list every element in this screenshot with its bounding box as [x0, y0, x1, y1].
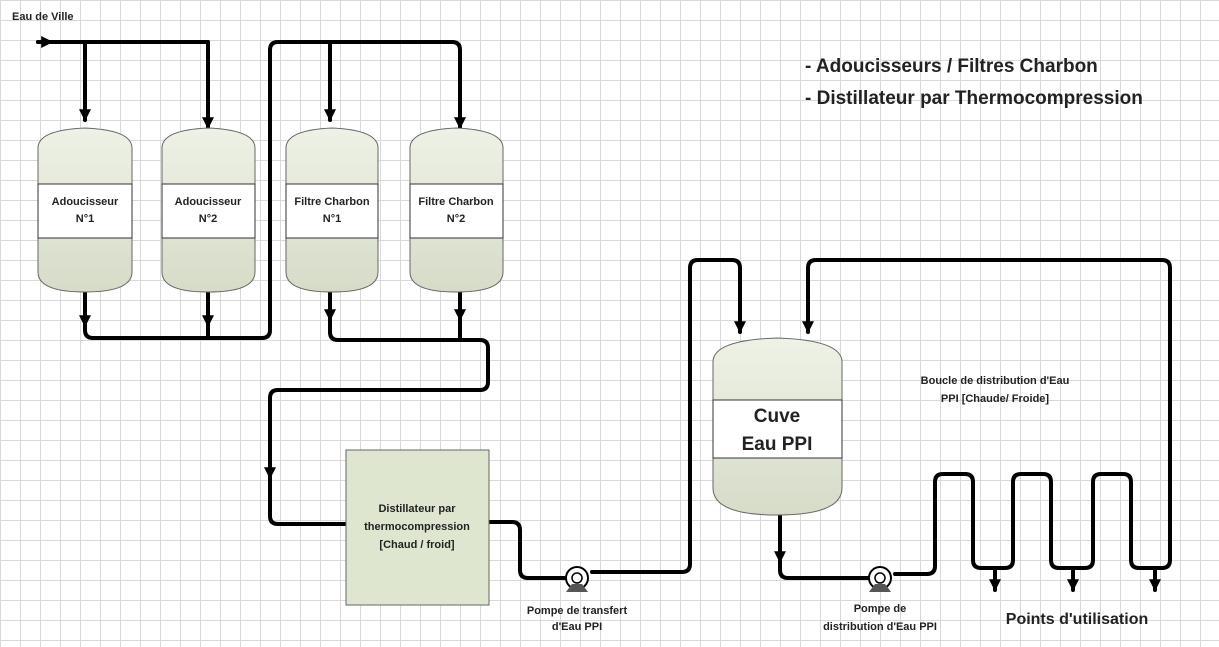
distribution-pump-label-2: distribution d'Eau PPI: [823, 621, 937, 633]
loop-label-2: PPI [Chaude/ Froide]: [941, 393, 1050, 405]
source-label: Eau de Ville: [12, 11, 74, 23]
distiller-outlet-pipe: [487, 520, 567, 580]
vessel-1-label-2: N°1: [76, 213, 94, 225]
vessel-2-label-1: Adoucisseur: [175, 196, 242, 208]
distiller-box: Distillateur par thermocompression [Chau…: [345, 449, 490, 606]
transfer-to-tank-pipe: [590, 258, 746, 574]
distiller-label-3: [Chaud / froid]: [379, 539, 454, 551]
distribution-loop-pipe: [802, 258, 1172, 576]
loop-label-1: Boucle de distribution d'Eau: [921, 375, 1070, 387]
vessel-1-label-1: Adoucisseur: [52, 196, 119, 208]
points-of-use-label: Points d'utilisation: [1006, 611, 1148, 628]
legend-line-1: - Adoucisseurs / Filtres Charbon: [805, 56, 1098, 77]
distribution-pump-label-1: Pompe de: [854, 603, 907, 615]
distiller-label-2: thermocompression: [364, 521, 470, 533]
softener-1-vessel: Adoucisseur N°1: [37, 127, 133, 293]
tank-outlet-pipe: [778, 553, 870, 580]
vessel-4-label-1: Filtre Charbon: [418, 196, 493, 208]
tank-label-2: Eau PPI: [742, 434, 813, 455]
softener-collector-pipe: [83, 40, 462, 340]
softener-2-vessel: Adoucisseur N°2: [161, 127, 256, 293]
transfer-pump-icon: [565, 566, 589, 592]
tank-label-1: Cuve: [754, 406, 800, 427]
vessel-2-label-2: N°2: [199, 213, 217, 225]
transfer-pump-label-1: Pompe de transfert: [527, 605, 628, 617]
distiller-inlet-pipe: [268, 468, 348, 526]
carbon-filter-1-vessel: Filtre Charbon N°1: [285, 127, 379, 293]
vessel-3-label-2: N°1: [323, 213, 341, 225]
legend-line-2: - Distillateur par Thermocompression: [805, 88, 1143, 109]
filter-to-distiller-pipe: [264, 313, 490, 480]
distribution-pump-icon: [868, 566, 892, 592]
vessel-3-label-1: Filtre Charbon: [294, 196, 369, 208]
carbon-filter-2-vessel: Filtre Charbon N°2: [409, 127, 504, 293]
distiller-label-1: Distillateur par: [378, 503, 456, 515]
vessel-4-label-2: N°2: [447, 213, 465, 225]
ppi-tank: Cuve Eau PPI: [712, 337, 843, 516]
transfer-pump-label-2: d'Eau PPI: [552, 621, 602, 633]
